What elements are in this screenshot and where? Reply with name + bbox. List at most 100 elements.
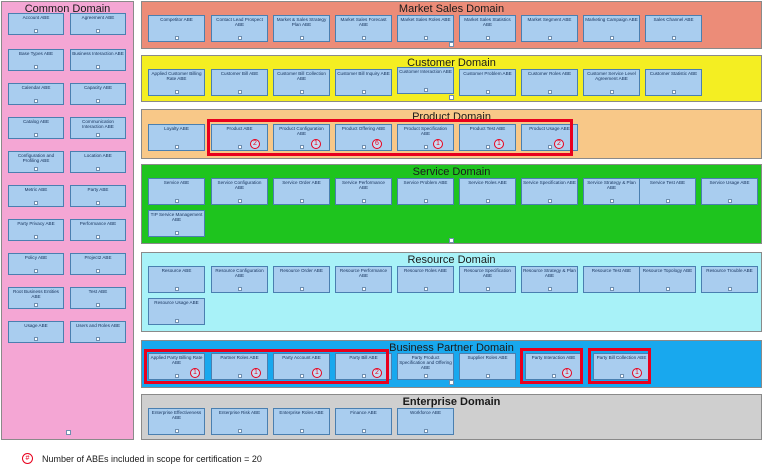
common-domain-handle[interactable] xyxy=(66,430,71,435)
abe-customer-bill-inquiry[interactable]: Customer Bill Inquiry ABE xyxy=(335,69,392,96)
abe-project2[interactable]: Project2 ABE xyxy=(70,253,126,275)
count-badge-party-bill: 2 xyxy=(372,368,382,378)
market-sales-domain-handle[interactable] xyxy=(449,42,454,47)
abe-party-product-specification-offering[interactable]: Party Product Specification and Offering… xyxy=(397,353,454,380)
abe-service-problem[interactable]: Service Problem ABE xyxy=(397,178,454,205)
abe-enterprise-effectiveness[interactable]: Enterprise Effectiveness ABE xyxy=(148,408,205,435)
abe-party-privacy[interactable]: Party Privacy ABE xyxy=(8,219,64,241)
abe-business-interaction[interactable]: Business Interaction ABE xyxy=(70,49,126,71)
abe-product[interactable]: Product ABE xyxy=(211,124,268,151)
abe-service-roles[interactable]: Service Roles ABE xyxy=(459,178,516,205)
highlight-business-partner-group xyxy=(144,349,389,384)
count-badge-applied-party-billing-rate: 1 xyxy=(190,368,200,378)
abe-party[interactable]: Party ABE xyxy=(70,185,126,207)
market-sales-domain-title: Market Sales Domain xyxy=(398,3,505,15)
abe-applied-customer-billing-rate[interactable]: Applied Customer Billing Rate ABE xyxy=(148,69,205,96)
abe-resource-performance[interactable]: Resource Performance ABE xyxy=(335,266,392,293)
abe-metric[interactable]: Metric ABE xyxy=(8,185,64,207)
abe-product-usage[interactable]: Product Usage ABE xyxy=(521,124,578,151)
abe-market-segment[interactable]: Market Segment ABE xyxy=(521,15,578,42)
abe-product-specification[interactable]: Product Specification ABE xyxy=(397,124,454,151)
count-badge-product-usage: 2 xyxy=(554,139,564,149)
abe-calendar[interactable]: Calendar ABE xyxy=(8,83,64,105)
business-partner-domain-handle[interactable] xyxy=(449,380,454,385)
abe-loyalty[interactable]: Loyalty ABE xyxy=(148,124,205,151)
abe-policy[interactable]: Policy ABE xyxy=(8,253,64,275)
abe-customer-statistic[interactable]: Customer Statistic ABE xyxy=(645,69,702,96)
count-badge-product-configuration: 1 xyxy=(311,139,321,149)
abe-market-sales-statistics[interactable]: Market Sales Statistics ABE xyxy=(459,15,516,42)
abe-service[interactable]: Service ABE xyxy=(148,178,205,205)
abe-customer-roles[interactable]: Customer Roles ABE xyxy=(521,69,578,96)
abe-configuration-profiling[interactable]: Configuration and Profiling ABE xyxy=(8,151,64,173)
abe-competitor[interactable]: Competitor ABE xyxy=(148,15,205,42)
abe-market-sales-strategy-plan[interactable]: Market & Sales Strategy Plan ABE xyxy=(273,15,330,42)
abe-customer-problem[interactable]: Customer Problem ABE xyxy=(459,69,516,96)
abe-resource-specification[interactable]: Resource Specification ABE xyxy=(459,266,516,293)
common-domain: Common Domain Account ABE Agreement ABE … xyxy=(1,1,134,440)
abe-base-types[interactable]: Base Types ABE xyxy=(8,49,64,71)
legend-count-icon: # xyxy=(22,453,33,464)
abe-test[interactable]: Test ABE xyxy=(70,287,126,309)
abe-market-sales-forecast[interactable]: Market Sales Forecast ABE xyxy=(335,15,392,42)
count-badge-party-account: 1 xyxy=(312,368,322,378)
customer-domain-title: Customer Domain xyxy=(407,57,496,69)
abe-resource-strategy-plan[interactable]: Resource Strategy & Plan ABE xyxy=(521,266,578,293)
abe-service-performance[interactable]: Service Performance ABE xyxy=(335,178,392,205)
abe-contact-lead-prospect[interactable]: Contact Lead Prospect ABE xyxy=(211,15,268,42)
enterprise-domain-title: Enterprise Domain xyxy=(402,396,501,408)
abe-service-strategy-plan[interactable]: Service Strategy & Plan ABE xyxy=(583,178,640,205)
abe-account[interactable]: Account ABE xyxy=(8,13,64,35)
abe-service-test[interactable]: Service Test ABE xyxy=(639,178,696,205)
abe-users-and-roles[interactable]: Users and Roles ABE xyxy=(70,321,126,343)
abe-product-configuration[interactable]: Product Configuration ABE xyxy=(273,124,330,151)
abe-service-order[interactable]: Service Order ABE xyxy=(273,178,330,205)
abe-resource-trouble[interactable]: Resource Trouble ABE xyxy=(701,266,758,293)
abe-enterprise-roles[interactable]: Enterprise Roles ABE xyxy=(273,408,330,435)
abe-service-specification[interactable]: Service Specification ABE xyxy=(521,178,578,205)
abe-service-configuration[interactable]: Service Configuration ABE xyxy=(211,178,268,205)
abe-resource-topology[interactable]: Resource Topology ABE xyxy=(639,266,696,293)
abe-product-test[interactable]: Product Test ABE xyxy=(459,124,516,151)
customer-domain-handle[interactable] xyxy=(449,95,454,100)
abe-usage[interactable]: Usage ABE xyxy=(8,321,64,343)
abe-customer-bill-collection[interactable]: Customer Bill Collection ABE xyxy=(273,69,330,96)
count-badge-party-interaction: 1 xyxy=(562,368,572,378)
abe-supplier-roles[interactable]: Supplier Roles ABE xyxy=(459,353,516,380)
abe-service-usage[interactable]: Service Usage ABE xyxy=(701,178,758,205)
count-badge-product-offering: 6 xyxy=(372,139,382,149)
abe-resource-order[interactable]: Resource Order ABE xyxy=(273,266,330,293)
business-partner-domain: Business Partner Domain Applied Party Bi… xyxy=(141,340,762,388)
abe-product-offering[interactable]: Product Offering ABE xyxy=(335,124,392,151)
abe-performance[interactable]: Performance ABE xyxy=(70,219,126,241)
abe-sales-channel[interactable]: Sales Channel ABE xyxy=(645,15,702,42)
abe-market-sales-roles[interactable]: Market Sales Roles ABE xyxy=(397,15,454,42)
abe-workforce[interactable]: Workforce ABE xyxy=(397,408,454,435)
abe-resource[interactable]: Resource ABE xyxy=(148,266,205,293)
count-badge-party-bill-collection: 1 xyxy=(632,368,642,378)
abe-finance[interactable]: Finance ABE xyxy=(335,408,392,435)
abe-communication-interaction[interactable]: Communication Interaction ABE xyxy=(70,117,126,139)
abe-customer-service-level-agreement[interactable]: Customer Service Level Agreement ABE xyxy=(583,69,640,96)
count-badge-product-test: 1 xyxy=(494,139,504,149)
abe-location[interactable]: Location ABE xyxy=(70,151,126,173)
abe-customer-interaction[interactable]: Customer Interaction ABE xyxy=(397,67,454,94)
abe-resource-roles[interactable]: Resource Roles ABE xyxy=(397,266,454,293)
abe-agreement[interactable]: Agreement ABE xyxy=(70,13,126,35)
abe-tip-service-management[interactable]: TIP Service Management ABE xyxy=(148,210,205,237)
abe-resource-test[interactable]: Resource Test ABE xyxy=(583,266,640,293)
abe-resource-usage[interactable]: Resource Usage ABE xyxy=(148,298,205,325)
abe-resource-configuration[interactable]: Resource Configuration ABE xyxy=(211,266,268,293)
highlight-party-interaction xyxy=(520,348,583,384)
legend-text: Number of ABEs included in scope for cer… xyxy=(42,454,262,464)
abe-enterprise-risk[interactable]: Enterprise Risk ABE xyxy=(211,408,268,435)
abe-marketing-campaign[interactable]: Marketing Campaign ABE xyxy=(583,15,640,42)
abe-party-bill[interactable]: Party Bill ABE xyxy=(335,353,392,380)
abe-catalog[interactable]: Catalog ABE xyxy=(8,117,64,139)
abe-customer-bill[interactable]: Customer Bill ABE xyxy=(211,69,268,96)
abe-capacity[interactable]: Capacity ABE xyxy=(70,83,126,105)
abe-root-business-entities[interactable]: Root Business Entities ABE xyxy=(8,287,64,309)
service-domain-handle[interactable] xyxy=(449,238,454,243)
resource-domain-title: Resource Domain xyxy=(407,254,496,266)
enterprise-domain: Enterprise Domain Enterprise Effectivene… xyxy=(141,394,762,440)
